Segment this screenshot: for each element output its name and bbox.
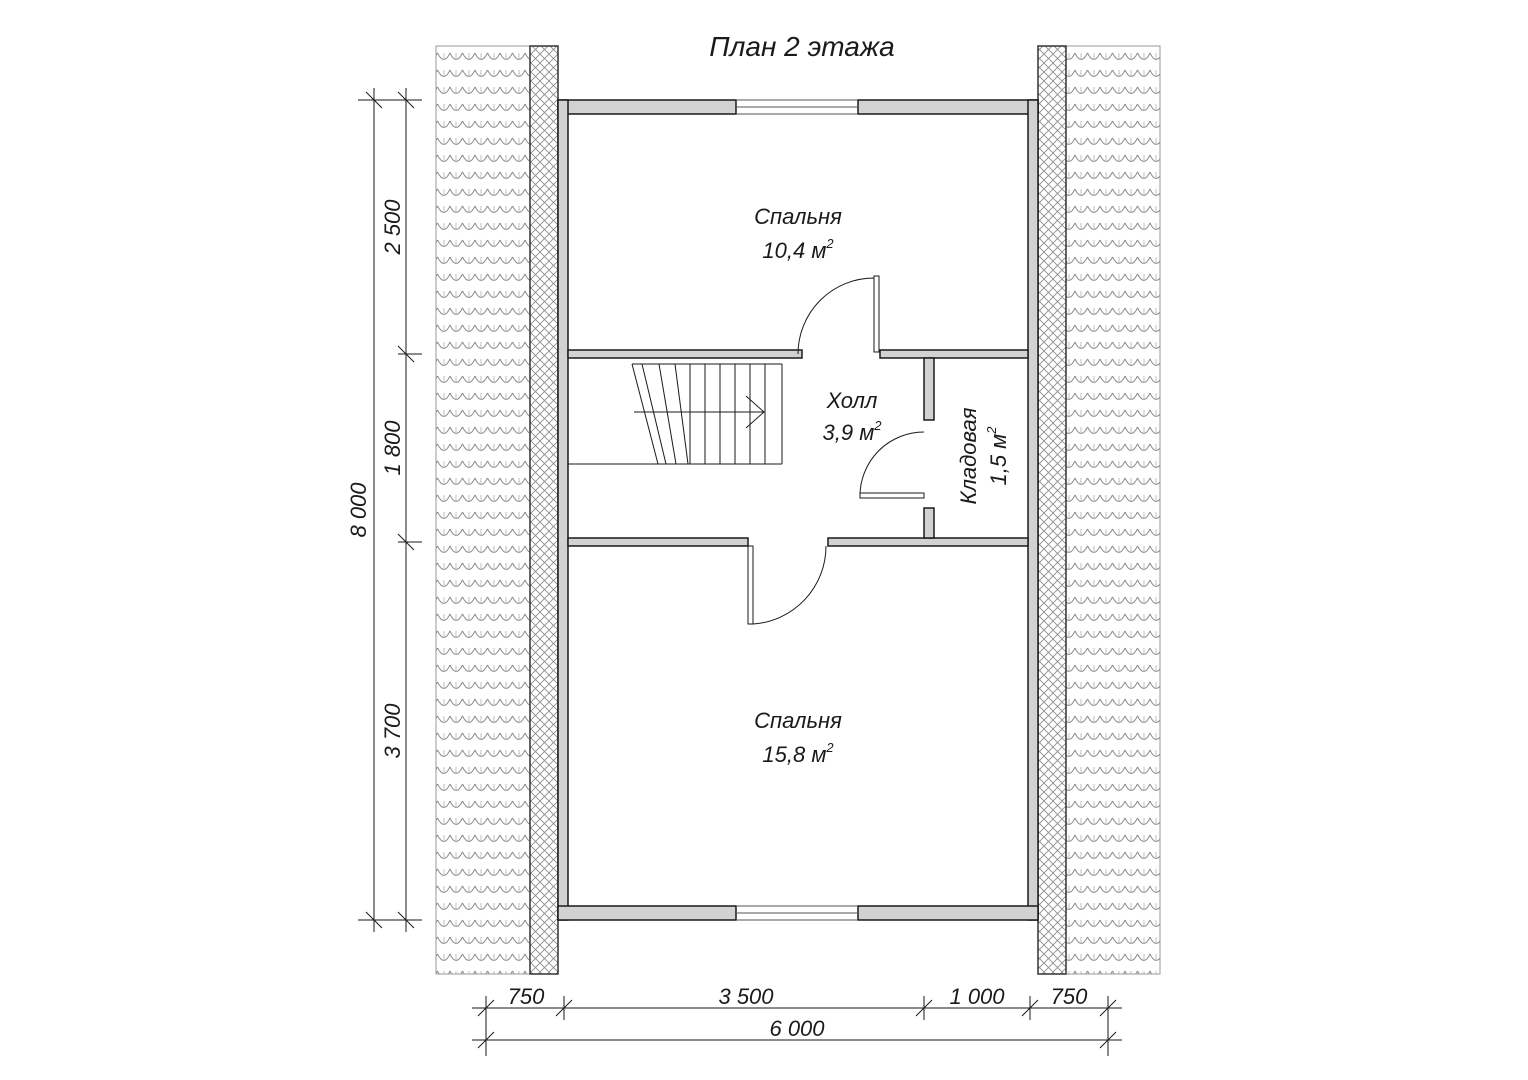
staircase bbox=[568, 363, 783, 465]
room-name: Холл bbox=[826, 388, 878, 413]
dim-vertical-1800: 1 800 bbox=[380, 420, 405, 476]
room-label-upper-bedroom: Спальня 10,4 м2 bbox=[754, 204, 842, 263]
dim-horizontal-750-right: 750 bbox=[1051, 984, 1088, 1009]
room-area: 3,9 м2 bbox=[822, 418, 882, 445]
room-area: 1,5 м2 bbox=[984, 426, 1011, 486]
dim-horizontal-total: 6 000 bbox=[769, 1016, 825, 1041]
vertical-dimension-lines bbox=[358, 88, 422, 932]
door-upper-bedroom bbox=[797, 275, 880, 355]
dim-vertical-3700: 3 700 bbox=[380, 703, 405, 759]
plan-title: План 2 этажа bbox=[709, 31, 894, 62]
room-name: Кладовая bbox=[956, 407, 981, 504]
window-top bbox=[736, 99, 858, 115]
dim-horizontal-1000: 1 000 bbox=[949, 984, 1005, 1009]
dim-horizontal-750-left: 750 bbox=[508, 984, 545, 1009]
window-bottom bbox=[736, 905, 858, 921]
dim-vertical-total: 8 000 bbox=[346, 482, 371, 538]
door-storage bbox=[859, 431, 925, 499]
door-lower-bedroom bbox=[747, 545, 827, 625]
room-area: 15,8 м2 bbox=[762, 740, 834, 767]
roof-right bbox=[1037, 45, 1161, 975]
dim-vertical-2500: 2 500 bbox=[380, 199, 405, 256]
horizontal-dimension-lines bbox=[472, 996, 1122, 1056]
roof-left bbox=[435, 45, 559, 975]
walls bbox=[557, 99, 1039, 921]
room-label-storage: Кладовая 1,5 м2 bbox=[956, 407, 1011, 504]
room-name: Спальня bbox=[754, 204, 842, 229]
room-name: Спальня bbox=[754, 708, 842, 733]
room-label-hall: Холл 3,9 м2 bbox=[822, 388, 882, 445]
dim-horizontal-3500: 3 500 bbox=[718, 984, 774, 1009]
room-label-lower-bedroom: Спальня 15,8 м2 bbox=[754, 708, 842, 767]
room-area: 10,4 м2 bbox=[762, 236, 834, 263]
